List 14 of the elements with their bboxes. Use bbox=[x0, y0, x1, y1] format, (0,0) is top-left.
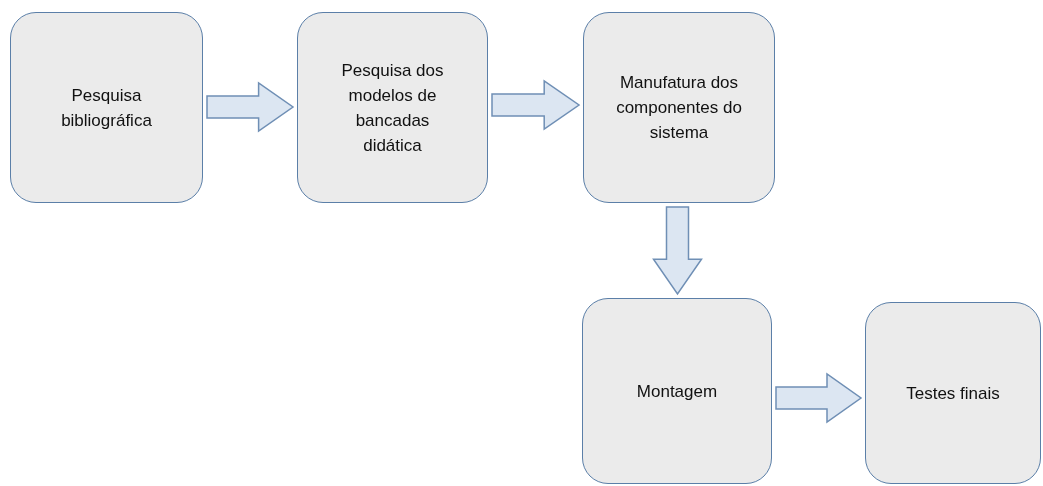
box-label: Testes finais bbox=[906, 382, 1000, 405]
box-label: Montagem bbox=[636, 380, 718, 403]
process-box bbox=[583, 12, 775, 203]
box-label: Pesquisa dos modelos de bancadas didática bbox=[340, 59, 445, 157]
block-arrow bbox=[206, 81, 295, 133]
box-label: Manufatura dos componentes do sistema bbox=[615, 72, 743, 144]
block-arrow bbox=[491, 79, 581, 131]
process-box bbox=[582, 298, 772, 484]
block-arrow bbox=[652, 206, 703, 296]
box-label: Pesquisa bibliográfica bbox=[60, 84, 153, 132]
process-box bbox=[297, 12, 488, 203]
block-arrow bbox=[775, 372, 863, 424]
process-box bbox=[10, 12, 203, 203]
process-box bbox=[865, 302, 1041, 484]
